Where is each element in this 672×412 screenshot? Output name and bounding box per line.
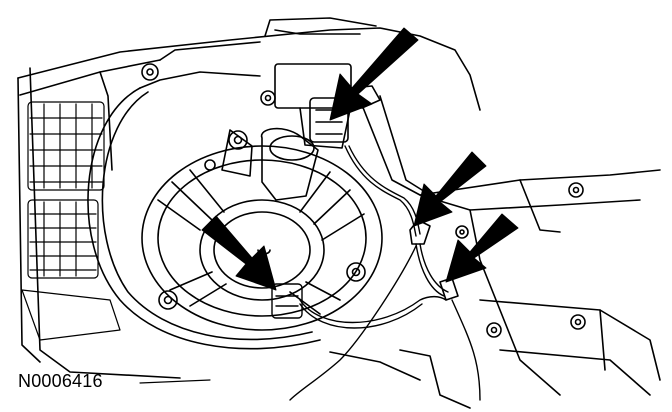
blower-scroll [87,63,321,350]
callout-arrows [201,27,519,291]
arrow-icon [413,151,487,227]
figure-id-label: N0006416 [18,371,103,391]
blower-motor [141,127,383,331]
right-bracket [329,95,661,409]
arrow-icon [445,213,519,283]
arrow-icon [329,27,419,121]
figure-leader-line [139,379,211,384]
hvac-housing [17,17,481,379]
arrow-icon [201,215,277,291]
vent-grille [21,101,121,341]
